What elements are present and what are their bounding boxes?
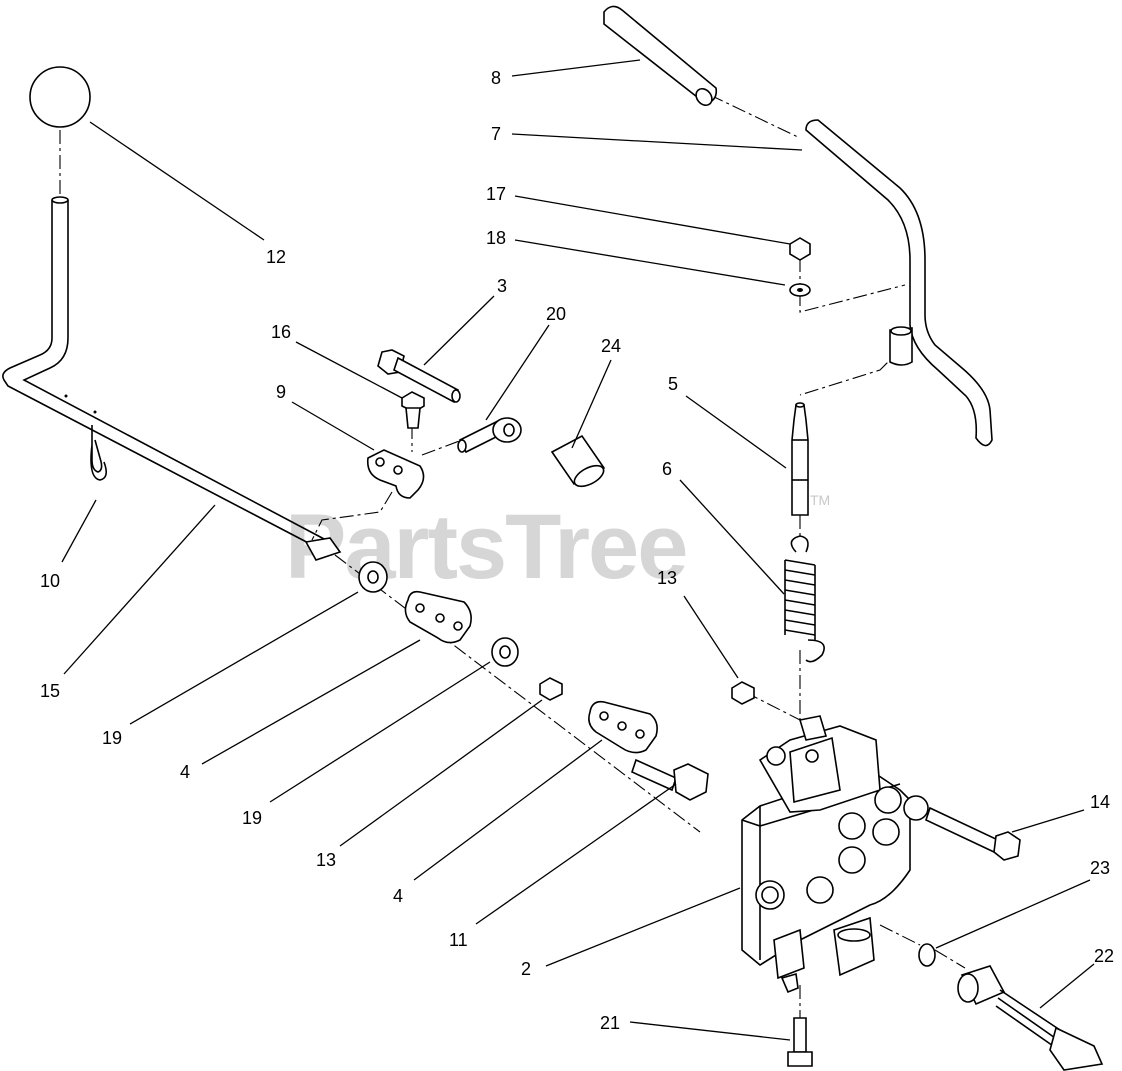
callout-7: 7 — [491, 124, 501, 144]
grip-part — [603, 5, 718, 107]
spacer-part-24 — [550, 434, 606, 488]
washer-part-19a — [358, 561, 388, 593]
screw-part-16 — [401, 391, 425, 429]
callout-24: 24 — [601, 336, 621, 356]
callout-8: 8 — [491, 68, 501, 88]
bolt-part-11 — [631, 758, 709, 801]
bolt-part-21 — [787, 1017, 813, 1067]
nut-part-13a — [539, 677, 563, 701]
callout-2: 2 — [521, 959, 531, 979]
callout-14: 14 — [1090, 792, 1110, 812]
callout-labels: 8 7 17 18 12 3 20 24 16 9 5 6 10 13 15 1… — [40, 68, 1114, 1033]
watermark-text: PartsTree — [285, 496, 686, 598]
watermark: PartsTree TM — [285, 492, 830, 598]
callout-5: 5 — [668, 374, 678, 394]
plate-part-4b — [588, 700, 658, 754]
callout-16: 16 — [271, 322, 291, 342]
callout-21: 21 — [600, 1013, 620, 1033]
switch-harness-part-22 — [957, 965, 1104, 1071]
plate-part-4a — [404, 590, 472, 644]
spring-part — [784, 535, 825, 663]
callout-17: 17 — [486, 184, 506, 204]
callout-9: 9 — [276, 382, 286, 402]
rod-end-part-20 — [457, 417, 522, 454]
leader-lines — [61, 59, 1095, 1041]
callout-19b: 19 — [242, 808, 262, 828]
watermark-trademark: TM — [810, 492, 830, 508]
o-ring-part-23 — [918, 943, 936, 967]
callout-10: 10 — [40, 571, 60, 591]
bolt-part-3 — [377, 349, 461, 404]
control-valve-part-2 — [741, 715, 929, 994]
callout-13a: 13 — [657, 568, 677, 588]
control-lever-rod — [2, 196, 342, 561]
callout-20: 20 — [546, 304, 566, 324]
callout-19a: 19 — [102, 728, 122, 748]
lift-handle — [805, 119, 993, 447]
nut-part-17 — [789, 237, 811, 261]
callout-18: 18 — [486, 228, 506, 248]
washer-part-19b — [491, 637, 519, 667]
callout-11: 11 — [449, 930, 468, 950]
callout-6: 6 — [662, 459, 672, 479]
callout-13b: 13 — [316, 850, 336, 870]
callout-15: 15 — [40, 681, 60, 701]
nut-part-13b — [731, 681, 755, 705]
bolt-part-14 — [925, 806, 1021, 861]
hair-pin-clip — [90, 425, 108, 481]
callout-4b: 4 — [393, 886, 403, 906]
callout-23: 23 — [1090, 858, 1110, 878]
callout-22: 22 — [1094, 946, 1114, 966]
pivot-pin — [791, 402, 809, 516]
callout-3: 3 — [497, 276, 507, 296]
callout-4a: 4 — [180, 762, 190, 782]
callout-12: 12 — [266, 247, 286, 267]
knob-part — [29, 66, 91, 128]
